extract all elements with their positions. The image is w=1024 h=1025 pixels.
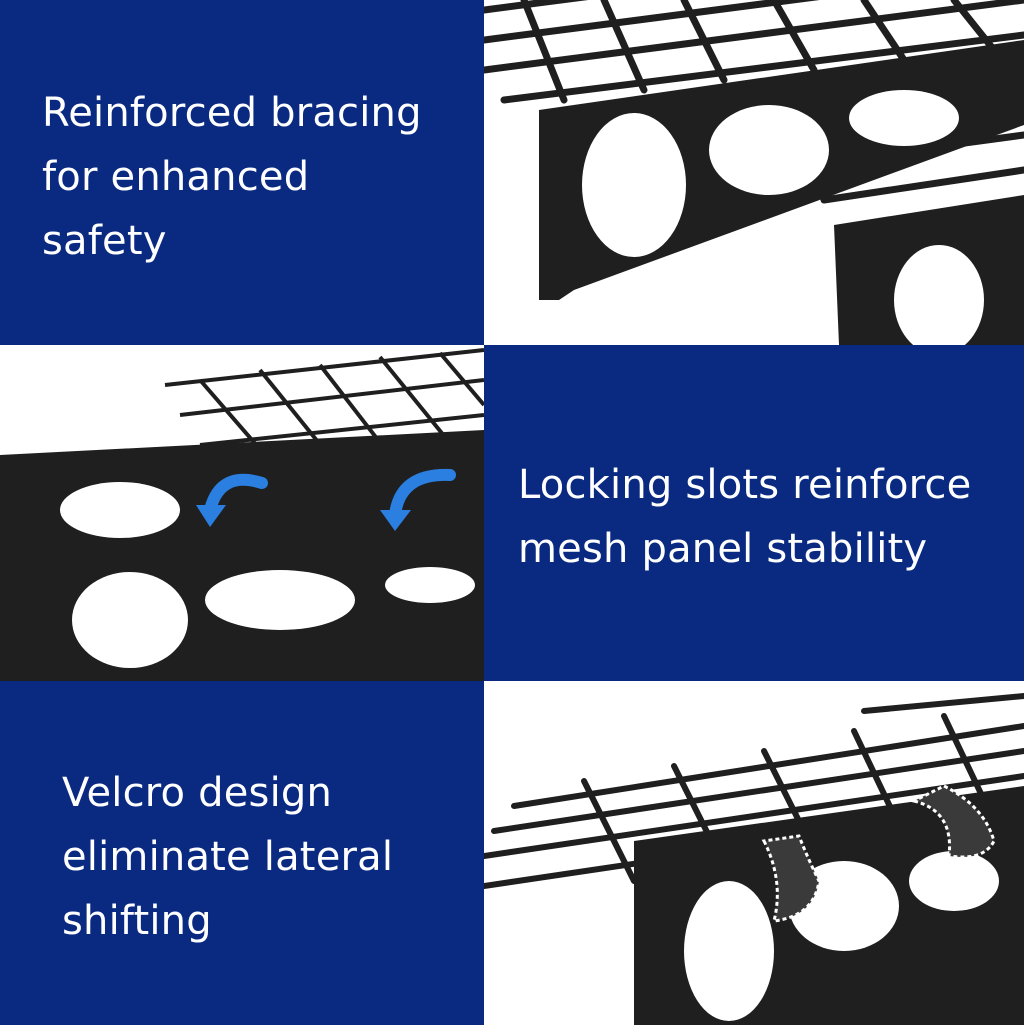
curved-arrow-icon	[196, 473, 268, 527]
velcro-strap-drawing	[484, 693, 1024, 1025]
caption-line: Locking slots reinforce	[518, 462, 972, 508]
feature-panel-velcro: Velcro design eliminate lateral shifting	[0, 681, 484, 1025]
locking-slot-drawing	[0, 348, 484, 681]
caption-line: Reinforced bracing	[42, 89, 422, 136]
caption-line: safety	[42, 217, 167, 264]
velcro-strap-icon	[761, 834, 821, 923]
caption-line: eliminate lateral	[62, 834, 394, 880]
feature-panel-bracing: Reinforced bracing for enhanced safety	[0, 0, 484, 345]
bracket-closeup-image	[484, 0, 1024, 345]
feature-caption-locking: Locking slots reinforce mesh panel stabi…	[484, 445, 971, 581]
feature-caption-bracing: Reinforced bracing for enhanced safety	[0, 73, 422, 273]
curved-arrow-icon	[380, 468, 456, 531]
velcro-strap-image	[484, 681, 1024, 1025]
velcro-strap-icon	[909, 784, 996, 859]
caption-line: shifting	[62, 898, 212, 944]
caption-line: for enhanced	[42, 153, 310, 200]
feature-caption-velcro: Velcro design eliminate lateral shifting	[0, 753, 393, 953]
locking-slot-image	[0, 345, 484, 681]
feature-panel-locking: Locking slots reinforce mesh panel stabi…	[484, 345, 1024, 681]
caption-line: mesh panel stability	[518, 526, 928, 572]
caption-line: Velcro design	[62, 770, 333, 816]
bracket-closeup-drawing	[484, 0, 1024, 345]
